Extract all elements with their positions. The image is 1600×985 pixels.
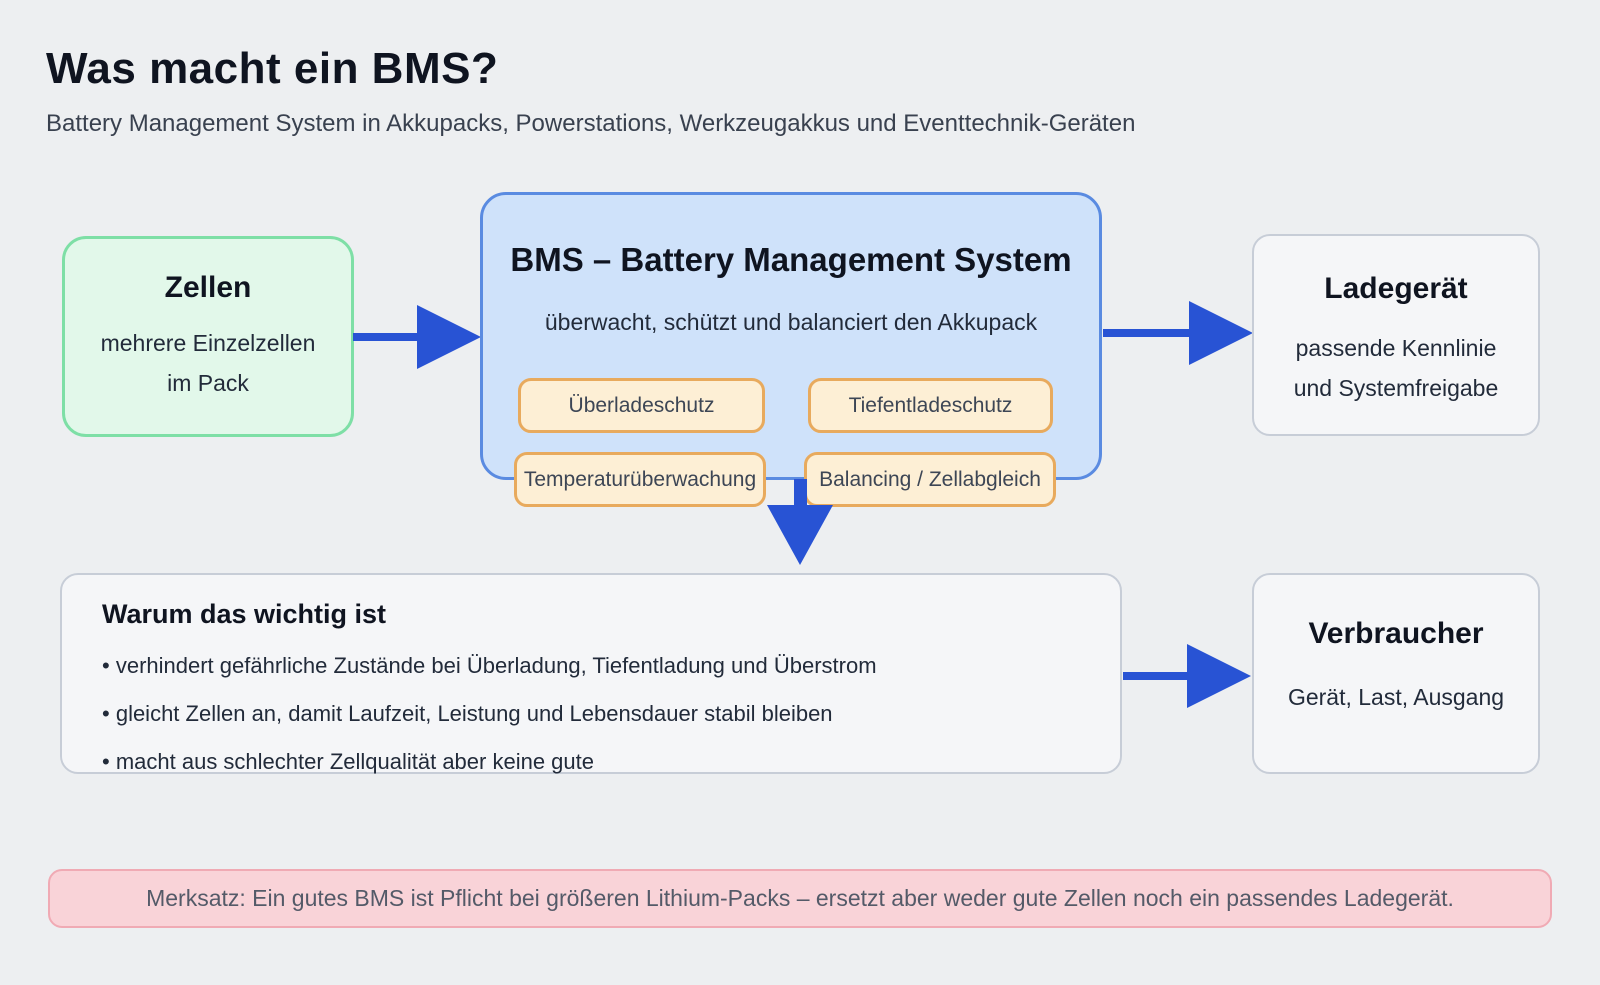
bms-feature-pill-temperaturueberwachung: Temperaturüberwachung <box>514 452 766 507</box>
arrow-zellen-to-bms <box>353 301 481 373</box>
arrow-right-icon <box>1187 644 1251 708</box>
arrow-stem <box>353 333 417 341</box>
node-zellen-desc-line1: mehrere Einzelzellen <box>100 329 316 356</box>
bms-feature-pill-tiefentladeschutz: Tiefentladeschutz <box>808 378 1053 433</box>
node-ladegeraet-desc-line1: passende Kennlinie <box>1295 335 1497 361</box>
merksatz-text: Merksatz: Ein gutes BMS ist Pflicht bei … <box>146 885 1454 911</box>
warum-bullet-list: verhindert gefährliche Zustände bei Über… <box>102 652 1080 776</box>
arrow-right-icon <box>417 305 481 369</box>
node-ladegeraet-desc-line2: und Systemfreigabe <box>1293 375 1499 401</box>
arrow-stem <box>794 479 807 507</box>
node-verbraucher-title: Verbraucher <box>1308 617 1484 650</box>
node-verbraucher: Verbraucher Gerät, Last, Ausgang <box>1252 573 1540 774</box>
merksatz-note: Merksatz: Ein gutes BMS ist Pflicht bei … <box>48 869 1552 928</box>
page-subtitle: Battery Management System in Akkupacks, … <box>46 110 1136 137</box>
node-verbraucher-desc: Gerät, Last, Ausgang <box>1287 684 1505 710</box>
node-warum-title: Warum das wichtig ist <box>102 599 387 629</box>
node-zellen: Zellen mehrere Einzelzellen im Pack <box>62 236 354 437</box>
arrow-bms-to-warum <box>767 479 833 565</box>
arrow-stem <box>1123 672 1187 680</box>
node-zellen-desc-line2: im Pack <box>167 369 249 396</box>
warum-bullet: macht aus schlechter Zellqualität aber k… <box>102 748 1080 776</box>
node-ladegeraet: Ladegerät passende Kennlinie und Systemf… <box>1252 234 1540 436</box>
arrow-down-icon <box>767 505 833 565</box>
node-zellen-title: Zellen <box>164 270 252 304</box>
bms-feature-pill-ueberladeschutz: Überladeschutz <box>518 378 765 433</box>
node-bms-title: BMS – Battery Management System <box>510 241 1072 278</box>
warum-bullet: verhindert gefährliche Zustände bei Über… <box>102 652 1080 680</box>
arrow-warum-to-verbraucher <box>1123 640 1251 712</box>
node-ladegeraet-title: Ladegerät <box>1324 272 1468 305</box>
arrow-right-icon <box>1189 301 1253 365</box>
arrow-bms-to-ladegeraet <box>1103 297 1253 369</box>
warum-bullet: gleicht Zellen an, damit Laufzeit, Leist… <box>102 700 1080 728</box>
bms-feature-pill-balancing: Balancing / Zellabgleich <box>804 452 1056 507</box>
page-title: Was macht ein BMS? <box>46 44 499 93</box>
node-warum: Warum das wichtig ist verhindert gefährl… <box>60 573 1122 774</box>
arrow-stem <box>1103 329 1189 337</box>
node-bms: BMS – Battery Management System überwach… <box>480 192 1102 480</box>
node-bms-subtitle: überwacht, schützt und balanciert den Ak… <box>544 309 1038 335</box>
